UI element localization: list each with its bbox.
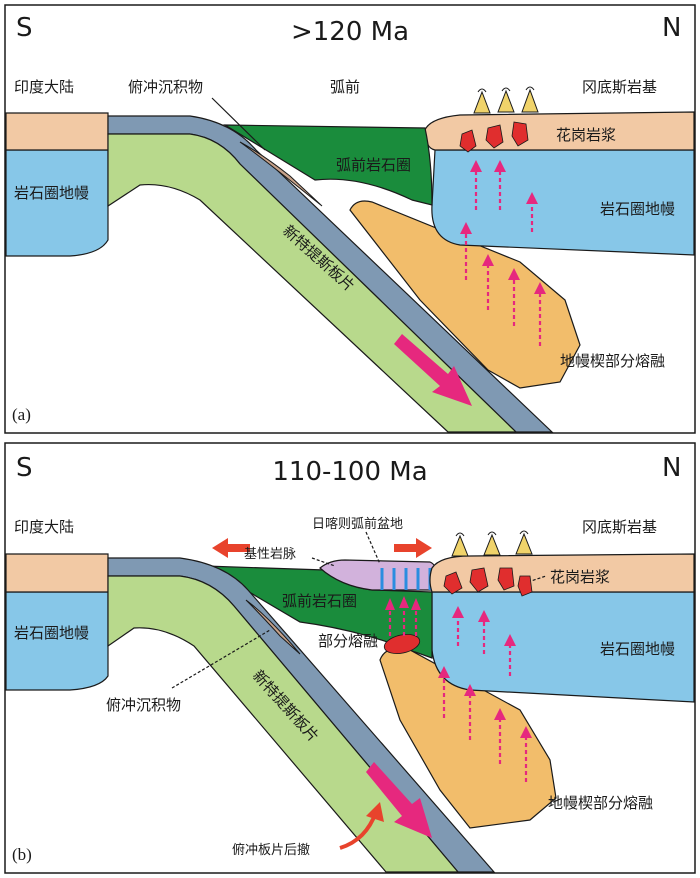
forearc-lithosphere — [222, 124, 433, 206]
melt-ascent-arrowheads — [385, 596, 532, 738]
direction-north: N — [662, 453, 681, 483]
volcano-icons — [473, 86, 539, 114]
extension-arrows — [212, 538, 432, 558]
accretionary-prism — [239, 141, 323, 207]
granitic-magma-blob — [511, 121, 529, 147]
magma-leader-line — [527, 575, 547, 583]
label-left-mantle: 岩石圈地幔 — [14, 624, 89, 642]
direction-south: S — [16, 13, 33, 43]
neotethys-slab-body — [107, 575, 460, 873]
indian-continent-crust — [5, 553, 109, 593]
label-right-mantle: 岩石圈地幔 — [600, 640, 675, 658]
basin-leader-line — [365, 531, 381, 565]
panel-a-id: (a) — [12, 405, 31, 424]
slab-motion-arrow — [394, 334, 472, 406]
panel-a-frame — [4, 4, 696, 434]
label-accretionary-prism: 俯冲沉积物 — [106, 696, 181, 714]
indian-continent-crust — [5, 112, 109, 151]
left-lithospheric-mantle — [5, 149, 109, 257]
label-mantle-wedge-melting: 地幔楔部分熔融 — [560, 352, 665, 370]
left-lithospheric-mantle — [5, 591, 109, 691]
direction-north: N — [662, 13, 681, 43]
label-mantle-wedge-melting: 地幔楔部分熔融 — [548, 794, 653, 812]
label-gangdese-batholith: 冈底斯岩基 — [582, 518, 657, 536]
panel-b-frame — [4, 442, 696, 874]
granitic-magma-blob — [459, 129, 477, 153]
label-indian-continent: 印度大陆 — [14, 518, 74, 536]
partial-melt-blob — [383, 634, 421, 654]
panel-b-id: (b) — [12, 845, 32, 864]
slab-rollback-arrowhead — [366, 802, 384, 822]
prism-leader-line — [211, 97, 266, 151]
granitic-magma-blob — [497, 567, 515, 591]
direction-south: S — [16, 453, 33, 483]
slab-motion-arrow — [366, 762, 432, 838]
label-partial-melting: 部分熔融 — [318, 632, 378, 650]
label-xigaze-forearc-basin: 日喀则弧前盆地 — [312, 516, 403, 532]
label-indian-continent: 印度大陆 — [14, 78, 74, 96]
mantle-wedge-melt-zone — [349, 200, 581, 389]
granitic-magma-blob — [485, 124, 504, 149]
label-forearc: 弧前 — [330, 78, 360, 96]
label-granitic-magma: 花岗岩浆 — [550, 568, 610, 586]
label-right-mantle: 岩石圈地幔 — [600, 200, 675, 218]
granitic-magma-blob — [517, 575, 533, 597]
panel-b-diagram: S N 110-100 Ma 印度大陆 日喀则弧前盆地 冈底斯岩基 基性岩脉 花… — [4, 442, 696, 874]
volcano-icons — [451, 530, 533, 557]
prism-leader-line — [171, 629, 271, 689]
label-forearc-lithosphere: 弧前岩石圈 — [336, 156, 411, 174]
granitic-magma-blob — [469, 567, 489, 593]
melt-ascent-arrowheads — [460, 160, 546, 294]
label-granitic-magma: 花岗岩浆 — [556, 126, 616, 144]
accretionary-prism — [245, 599, 301, 655]
label-forearc-lithosphere: 弧前岩石圈 — [282, 592, 357, 610]
right-lithospheric-mantle — [431, 149, 695, 256]
label-slab-rollback: 俯冲板片后撤 — [232, 842, 310, 858]
panel-a: S N >120 Ma 印度大陆 俯冲沉积物 弧前 冈底斯岩基 花岗岩浆 弧前岩… — [0, 0, 700, 438]
panel-b: S N 110-100 Ma 印度大陆 日喀则弧前盆地 冈底斯岩基 基性岩脉 花… — [0, 440, 700, 878]
melt-ascent-arrows — [388, 606, 528, 782]
time-title: >120 Ma — [291, 17, 409, 47]
gangdese-crust — [429, 553, 695, 593]
time-title: 110-100 Ma — [272, 457, 427, 487]
label-left-mantle: 岩石圈地幔 — [14, 184, 89, 202]
label-mafic-dikes: 基性岩脉 — [244, 547, 296, 562]
granitic-magma-blob — [443, 571, 463, 595]
panel-a-diagram: S N >120 Ma 印度大陆 俯冲沉积物 弧前 冈底斯岩基 花岗岩浆 弧前岩… — [4, 4, 696, 434]
melt-ascent-arrows — [464, 170, 542, 346]
label-gangdese-batholith: 冈底斯岩基 — [582, 78, 657, 96]
label-accretionary-prism: 俯冲沉积物 — [128, 78, 203, 96]
dike-leader-line — [311, 557, 336, 567]
right-lithospheric-mantle — [431, 591, 695, 703]
